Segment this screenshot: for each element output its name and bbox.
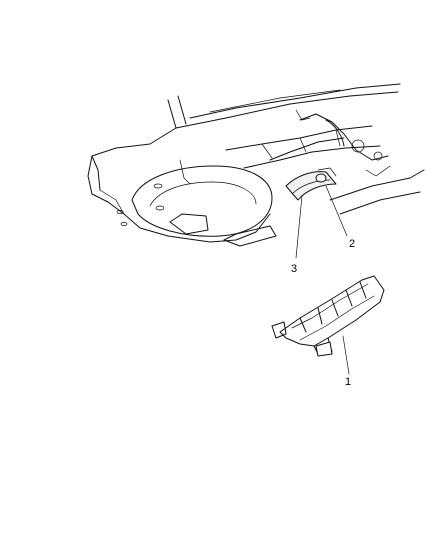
callout-3: 3 (291, 263, 297, 275)
callout-1: 1 (345, 376, 351, 388)
vehicle-underbody (87, 83, 425, 247)
heat-shield-part-1 (271, 275, 385, 357)
callout-leaders (295, 185, 350, 375)
callout-2: 2 (349, 238, 355, 250)
